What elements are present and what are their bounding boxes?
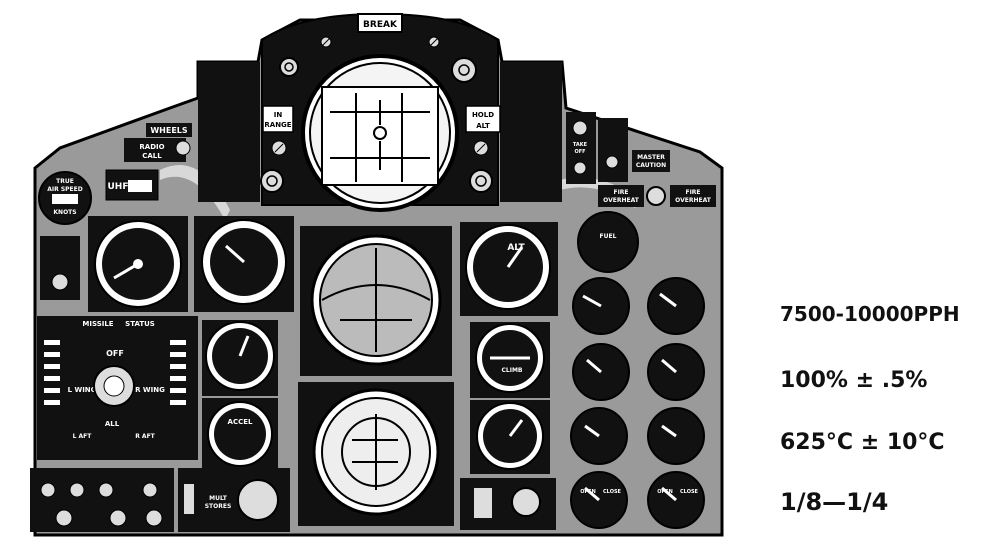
fire-label-2-right: OVERHEAT	[675, 197, 712, 204]
open-label-right: OPEN	[657, 489, 673, 495]
climb-label: CLIMB	[501, 367, 522, 374]
knots-label: KNOTS	[53, 209, 76, 216]
mult-stores-label-2: STORES	[205, 503, 232, 510]
wheels-label: WHEELS	[150, 126, 188, 135]
fire-warning-light-left[interactable]	[598, 185, 644, 207]
l-wing-label: L WING	[68, 386, 97, 394]
fire-label-1-left: FIRE	[613, 189, 628, 196]
missile-label: MISSILE	[82, 320, 113, 328]
master-caution-light[interactable]	[632, 150, 670, 172]
nut-left	[260, 169, 284, 193]
master-caution-label-2: CAUTION	[636, 162, 666, 169]
housing-screw-left	[279, 57, 299, 77]
housing-screw-right	[451, 57, 477, 83]
rpm-spec: 100% ± .5%	[780, 368, 928, 393]
fuel-label: FUEL	[600, 233, 617, 240]
fire-label-2-left: OVERHEAT	[603, 197, 640, 204]
in-range-label-1: IN	[274, 111, 283, 119]
close-label-right: CLOSE	[680, 489, 699, 495]
mult-stores-label-1: MULT	[209, 495, 228, 502]
radio-call-label-2: CALL	[142, 152, 162, 160]
master-caution-label-1: MASTER	[637, 154, 665, 161]
all-label: ALL	[105, 420, 120, 428]
close-label-left: CLOSE	[603, 489, 622, 495]
temperature-spec: 625°C ± 10°C	[780, 430, 945, 455]
r-wing-label: R WING	[135, 386, 165, 394]
l-aft-label: L AFT	[73, 433, 93, 440]
fuel-flow-spec: 7500-10000PPH	[780, 302, 960, 326]
radio-call-light[interactable]	[124, 138, 186, 162]
true-airspeed-label-2: AIR SPEED	[47, 186, 83, 193]
break-light[interactable]	[357, 13, 403, 33]
hold-alt-label-1: HOLD	[472, 111, 494, 119]
engine-gauges: OPEN CLOSE OPEN CLOSE	[570, 277, 705, 529]
hold-alt-light[interactable]	[465, 105, 501, 133]
nut-right	[469, 169, 493, 193]
hold-alt-label-2: ALT	[476, 122, 490, 130]
fire-label-1-right: FIRE	[685, 189, 700, 196]
in-range-label-2: RANGE	[264, 121, 291, 129]
altimeter-label: ALT	[507, 243, 525, 253]
wheels-light[interactable]	[146, 123, 192, 137]
break-label: BREAK	[363, 20, 398, 30]
off-label: OFF	[106, 349, 124, 358]
cockpit-instrument-panel: BREAK IN RANGE HOLD ALT WHEELS RADIO CAL…	[30, 12, 724, 537]
r-aft-label: R AFT	[135, 433, 155, 440]
radio-call-label-1: RADIO	[139, 143, 164, 151]
nozzle-position-spec: 1/8—1/4	[780, 488, 889, 516]
status-label: STATUS	[125, 320, 155, 328]
fuel-gauge	[577, 211, 639, 273]
true-airspeed-label-1: TRUE	[56, 178, 74, 185]
take-off-label-1: TAKE	[573, 142, 588, 148]
stores-selector-dial[interactable]	[237, 479, 279, 521]
uhf-label: UHF	[108, 182, 129, 192]
fire-warning-light-right[interactable]	[670, 185, 716, 207]
take-off-label-2: OFF	[574, 149, 585, 155]
in-range-light[interactable]	[262, 105, 294, 133]
open-label-left: OPEN	[580, 489, 596, 495]
accel-label: ACCEL	[228, 418, 253, 426]
